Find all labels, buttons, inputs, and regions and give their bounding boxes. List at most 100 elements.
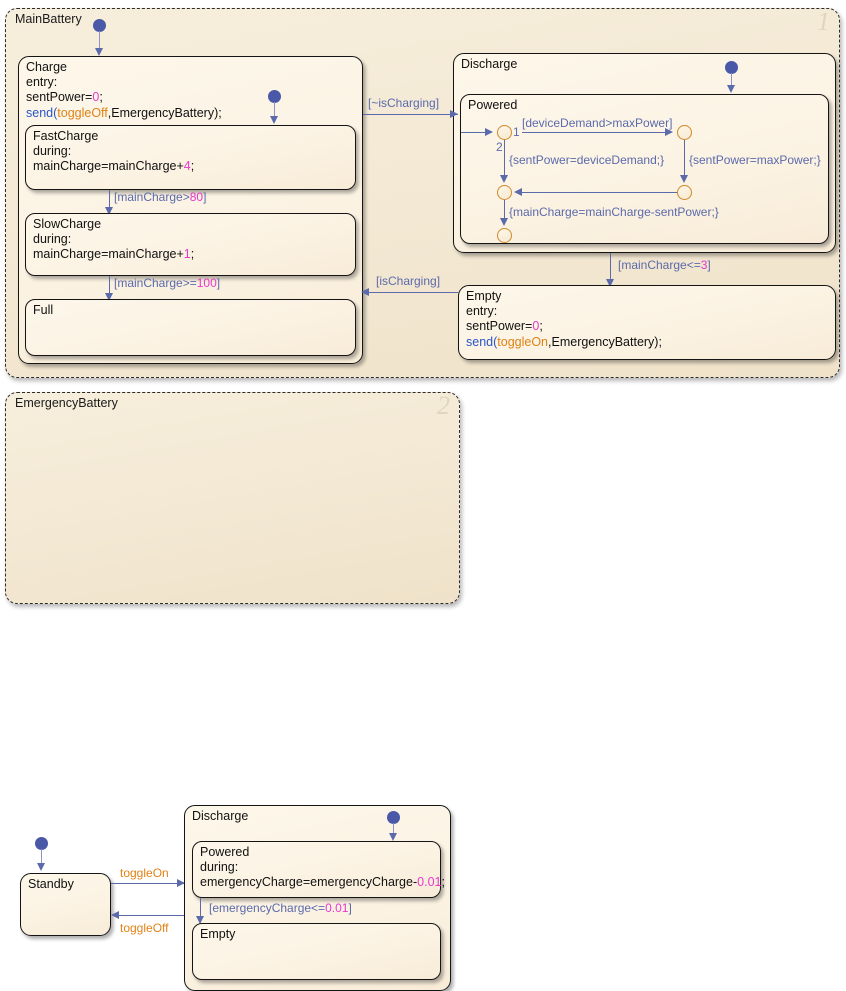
send-keyword: send [26, 105, 54, 120]
cond-end-3: ] [707, 258, 711, 272]
transition-empty-charge-arrow [361, 288, 369, 296]
state-powered[interactable]: Powered [460, 94, 829, 244]
state-empty-emergency-label: Empty [200, 927, 235, 942]
chart-main-battery[interactable]: MainBattery 1 Charge entry: sentPower=0;… [5, 8, 840, 378]
transition-order-1: 1 [513, 125, 520, 139]
transition-fastcharge-slowcharge-line [109, 190, 111, 211]
state-fastcharge-label: FastCharge during: mainCharge=mainCharge… [33, 129, 194, 175]
powered-emergency-action-lhs: emergencyCharge=emergencyCharge- [200, 875, 418, 890]
default-transition-arrow-charge [95, 48, 103, 56]
cond-end-2: ] [216, 276, 221, 290]
state-powered-label: Powered [468, 98, 517, 113]
cond-lhs-3: [mainCharge<= [618, 258, 701, 272]
transition-empty-charge-line [366, 292, 458, 294]
state-discharge-emergency-name: Discharge [192, 809, 249, 823]
default-transition-arrow-fastcharge [270, 116, 278, 124]
cond-lhs-1: [mainCharge> [114, 190, 190, 204]
transition-label-maincharge-lte-3: [mainCharge<=3] [618, 258, 711, 272]
transition-d-to-c-line [518, 192, 677, 194]
state-full-label: Full [33, 303, 53, 318]
state-standby[interactable]: Standby [20, 873, 111, 936]
transition-fastcharge-slowcharge-arrow [105, 207, 113, 215]
state-fastcharge[interactable]: FastCharge during: mainCharge=mainCharge… [25, 125, 356, 190]
transition-charge-discharge-line [363, 114, 458, 116]
powered-emergency-action-end: ; [441, 875, 445, 890]
chart-emergency-battery[interactable]: EmergencyBattery 2 Standby toggleOn togg… [5, 392, 460, 991]
state-empty-main-action-1: sentPower=0; [466, 319, 662, 334]
fastcharge-action-lhs: mainCharge=mainCharge+ [33, 159, 184, 174]
state-empty-main-label: Empty entry: sentPower=0; send(toggleOn,… [466, 289, 662, 350]
state-standby-label: Standby [28, 877, 74, 892]
cond-lhs-4: [emergencyCharge<= [209, 901, 326, 915]
junction-a[interactable] [497, 125, 512, 140]
state-empty-emergency-name: Empty [200, 927, 236, 941]
transition-label-devicedemand-gt-maxpower: [deviceDemand>maxPower] [522, 116, 673, 130]
transition-into-junction-a-line [461, 132, 489, 134]
transition-a-to-c-arrow [500, 175, 508, 183]
transition-discharge-empty-line [610, 253, 612, 283]
transition-action-maincharge-minus-sentpower: {mainCharge=mainCharge-sentPower;} [509, 205, 719, 219]
cond-num-3: 3 [700, 258, 708, 272]
default-transition-bullet-powered [725, 61, 738, 74]
send-paren: ( [53, 105, 58, 120]
empty-action-end: ; [539, 319, 543, 334]
charge-action-num: 0 [92, 90, 100, 105]
transition-b-to-d-line [684, 140, 686, 178]
transition-a-to-b-arrow [665, 128, 673, 136]
junction-c[interactable] [497, 185, 512, 200]
transition-charge-discharge-arrow [450, 110, 458, 118]
transition-c-to-e-arrow [500, 218, 508, 226]
chart-title-emergency-battery: EmergencyBattery [15, 396, 118, 410]
empty-action-lhs: sentPower= [466, 319, 533, 334]
state-powered-emergency[interactable]: Powered during: emergencyCharge=emergenc… [192, 841, 445, 898]
state-slowcharge[interactable]: SlowCharge during: mainCharge=mainCharge… [25, 213, 356, 276]
state-empty-main-name: Empty [466, 289, 502, 303]
send-event-toggleon: toggleOn [497, 334, 549, 349]
empty-action-num: 0 [532, 319, 540, 334]
state-empty-emergency[interactable]: Empty [192, 923, 441, 980]
junction-b[interactable] [677, 125, 692, 140]
transition-action-sentpower-maxpower: {sentPower=maxPower;} [689, 153, 821, 167]
default-transition-stem-fastcharge [274, 102, 276, 119]
transition-label-emergencycharge-lte: [emergencyCharge<=0.01] [209, 901, 352, 915]
fastcharge-action-end: ; [190, 159, 195, 174]
junction-d[interactable] [677, 185, 692, 200]
transition-action-sentpower-devicedemand: {sentPower=deviceDemand;} [509, 153, 665, 167]
state-slowcharge-during-keyword: during: [33, 232, 72, 247]
junction-e[interactable] [497, 228, 512, 243]
state-charge-send-action: send(toggleOff,EmergencyBattery); [26, 106, 222, 121]
transition-label-toggleoff: toggleOff [120, 921, 169, 935]
state-full[interactable]: Full [25, 299, 356, 356]
transition-order-2: 2 [496, 140, 503, 154]
send-rest-2: ,EmergencyBattery); [548, 334, 662, 349]
state-standby-name: Standby [28, 877, 74, 891]
transition-label-toggleon: toggleOn [120, 866, 169, 880]
default-transition-arrow-standby [37, 863, 45, 871]
state-slowcharge-name: SlowCharge [33, 217, 102, 231]
chart-title-main-battery: MainBattery [15, 12, 82, 26]
default-transition-arrow-powered-emergency [389, 833, 397, 841]
slowcharge-action-lhs: mainCharge=mainCharge+ [33, 247, 184, 262]
cond-num-1: 80 [189, 190, 204, 204]
powered-emergency-action-num: 0.01 [417, 875, 442, 890]
transition-standby-discharge-line [111, 883, 184, 885]
state-powered-name: Powered [468, 98, 518, 112]
send-event-toggleoff: toggleOff [57, 105, 108, 120]
state-empty-main[interactable]: Empty entry: sentPower=0; send(toggleOn,… [458, 285, 836, 360]
cond-num-4: 0.01 [325, 901, 349, 915]
default-transition-stem-powered [731, 73, 733, 88]
state-charge-label: Charge entry: sentPower=0; send(toggleOf… [26, 60, 222, 121]
cond-end-4: ] [348, 901, 352, 915]
state-powered-emergency-name: Powered [200, 845, 250, 859]
cond-end-1: ] [203, 190, 207, 204]
transition-a-to-c-line [504, 140, 506, 178]
cond-num-2: 100 [196, 276, 217, 290]
state-full-name: Full [33, 303, 54, 317]
charge-action-lhs: sentPower= [26, 90, 93, 105]
state-discharge-label: Discharge [461, 57, 517, 72]
default-transition-bullet-charge [93, 19, 106, 32]
state-charge-action-1: sentPower=0; [26, 90, 222, 105]
transition-slowcharge-full-arrow [105, 293, 113, 301]
send-rest: ,EmergencyBattery); [107, 105, 222, 120]
send-paren-2: ( [493, 334, 498, 349]
